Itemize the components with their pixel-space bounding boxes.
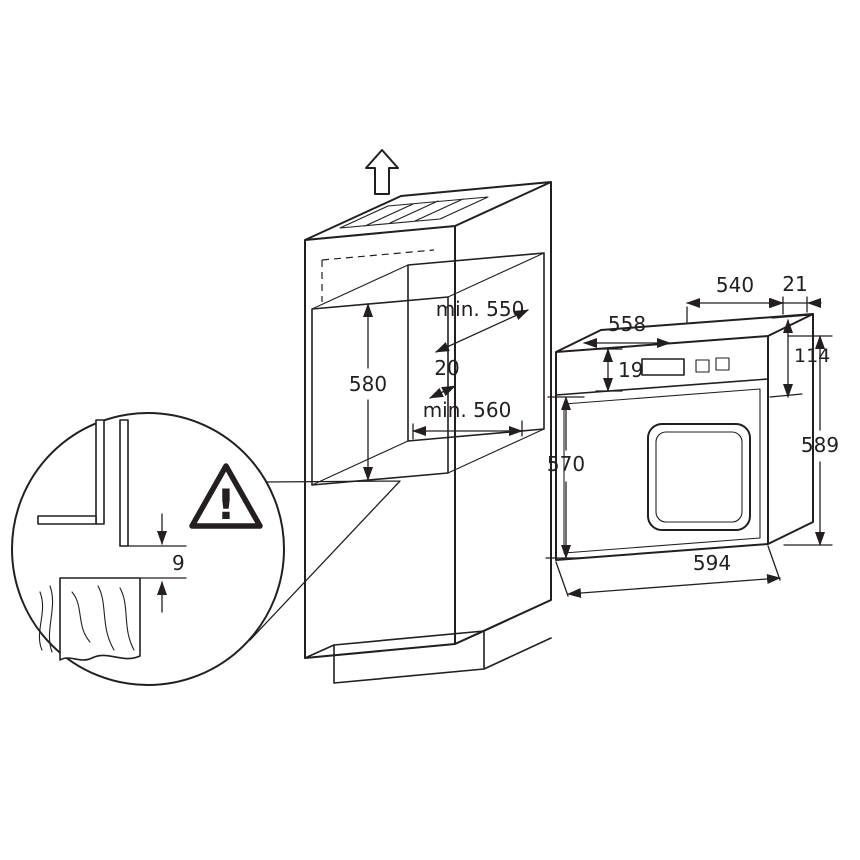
dim-line: [567, 573, 781, 599]
wood-board-section: [59, 577, 141, 661]
panel-section-a: [95, 419, 105, 525]
control-knob-left: [695, 359, 710, 373]
oven-body: [555, 313, 814, 561]
dim-oven-top-width-label: 558: [608, 312, 646, 336]
dim-niche-height-label: 580: [349, 372, 387, 396]
dim-oven-lip: 19: [595, 348, 643, 392]
dim-niche-depth: min. 550: [435, 297, 529, 353]
dim-oven-front-height-label: 570: [547, 452, 585, 476]
warning-exclamation: !: [216, 480, 235, 529]
dim-rear-gap: 20: [429, 356, 460, 399]
warning-triangle-shape: [189, 463, 263, 529]
dim-niche-width-label: min. 560: [423, 398, 512, 422]
detail-circle: [11, 412, 285, 686]
dim-ext-lines: [127, 545, 187, 579]
dim-oven-lip-label: 19: [618, 358, 643, 382]
dim-rear-gap-label: 20: [434, 356, 459, 380]
dim-oven-depth-label: 540: [716, 273, 754, 297]
up-arrow-icon: [365, 149, 399, 195]
panel-section-b: [119, 419, 129, 547]
control-display: [641, 358, 685, 376]
dim-oven-width-label: 594: [693, 551, 731, 575]
dim-oven-overhang-label: 21: [782, 272, 807, 296]
dim-line: [429, 385, 456, 399]
dim-oven-overhang: 21: [768, 272, 822, 308]
dim-niche-width: min. 560: [412, 398, 523, 440]
dim-detail-gap: 9: [127, 513, 187, 613]
dim-oven-width: 594: [555, 545, 781, 599]
niche-depth-edges: [311, 252, 545, 486]
shelf-section: [37, 515, 97, 525]
dim-line: [435, 309, 529, 353]
hidden-cavity-line: [321, 249, 435, 302]
dim-oven-panel-height: 114: [769, 314, 830, 398]
dim-oven-front-height: 570: [545, 396, 585, 559]
wood-grain-lines: [38, 585, 135, 653]
dim-oven-top-width: 558: [583, 312, 671, 348]
vent-cutout: [339, 196, 489, 229]
control-knob-right: [715, 357, 730, 371]
detail-leader-lines: [249, 480, 401, 641]
dim-detail-gap-label: 9: [172, 551, 185, 575]
dim-niche-depth-label: min. 550: [436, 297, 525, 321]
control-panel-divider: [555, 378, 769, 396]
detail-callout: 9 !: [11, 412, 401, 686]
oven-door-outline: [563, 388, 761, 554]
oven-drawing: 540 21 558 19 114: [545, 272, 839, 599]
dim-ext-lines: [555, 545, 781, 597]
cabinet-drawing: 580 min. 550 min. 560 20: [304, 149, 552, 684]
dim-niche-height: 580: [349, 303, 387, 481]
dim-oven-height: 589: [783, 335, 839, 546]
dim-oven-height-label: 589: [801, 433, 839, 457]
plinth: [304, 599, 552, 684]
door-window-inner: [655, 431, 743, 523]
dim-oven-panel-height-label: 114: [794, 345, 830, 367]
door-window: [647, 423, 751, 531]
warning-triangle: !: [189, 463, 263, 529]
